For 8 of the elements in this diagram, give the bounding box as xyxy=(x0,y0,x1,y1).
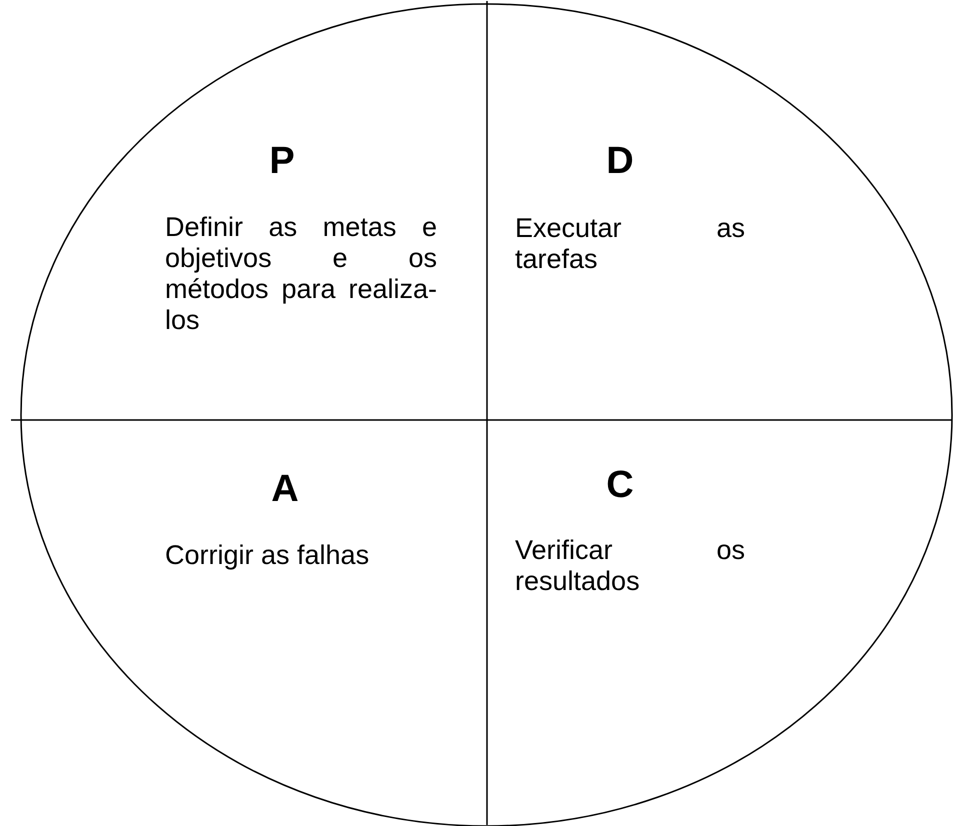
quadrant-description: Verificar os resultados xyxy=(515,535,745,597)
quadrant-letter: D xyxy=(605,140,635,183)
quadrant-description: Executar as tarefas xyxy=(515,213,745,275)
quadrant-letter: C xyxy=(605,464,635,507)
quadrant-description: Definir as metas e objetivos e os métodos para realiza-los xyxy=(165,212,437,336)
quadrant-letter: P xyxy=(268,140,296,183)
quadrant-letter: A xyxy=(270,468,300,511)
quadrant-description: Corrigir as falhas xyxy=(165,540,370,571)
